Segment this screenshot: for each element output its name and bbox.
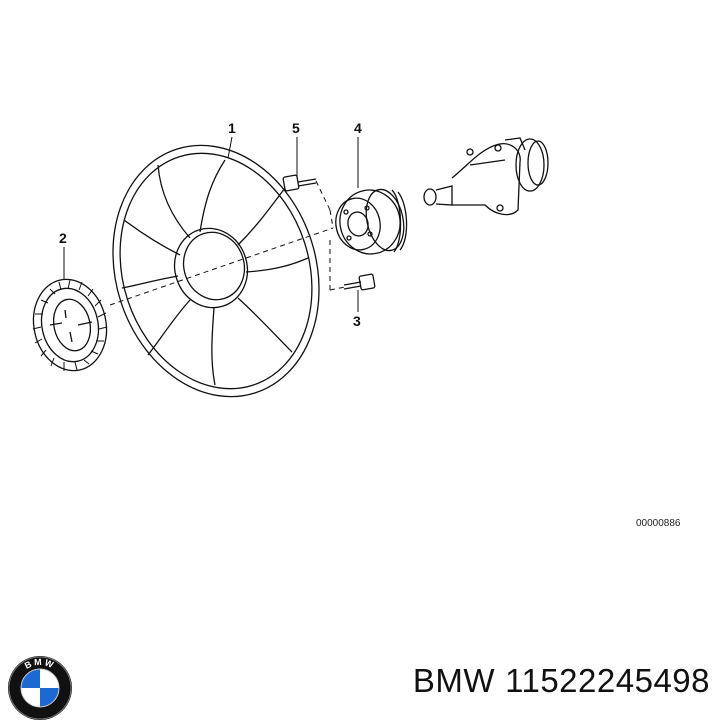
callout-2: 2 [59,230,67,246]
callout-4: 4 [354,120,362,136]
pulley [335,188,408,255]
bolt-upper [282,174,317,192]
part-number: 11522245498 [505,662,710,699]
leader-lines [63,136,359,312]
coupling-ring [32,278,108,372]
callout-5: 5 [292,120,300,136]
bmw-logo-icon: BMW [8,656,72,720]
callout-3: 3 [353,313,361,329]
diagram-reference-code: 00000886 [636,518,681,529]
svg-text:BMW: BMW [23,657,57,671]
fan-wheel [112,144,320,398]
callout-1: 1 [228,120,236,136]
alignment-lines [109,180,346,306]
bolt-lower [343,273,376,291]
water-pump [423,137,549,216]
brand-name: BMW [412,662,496,699]
